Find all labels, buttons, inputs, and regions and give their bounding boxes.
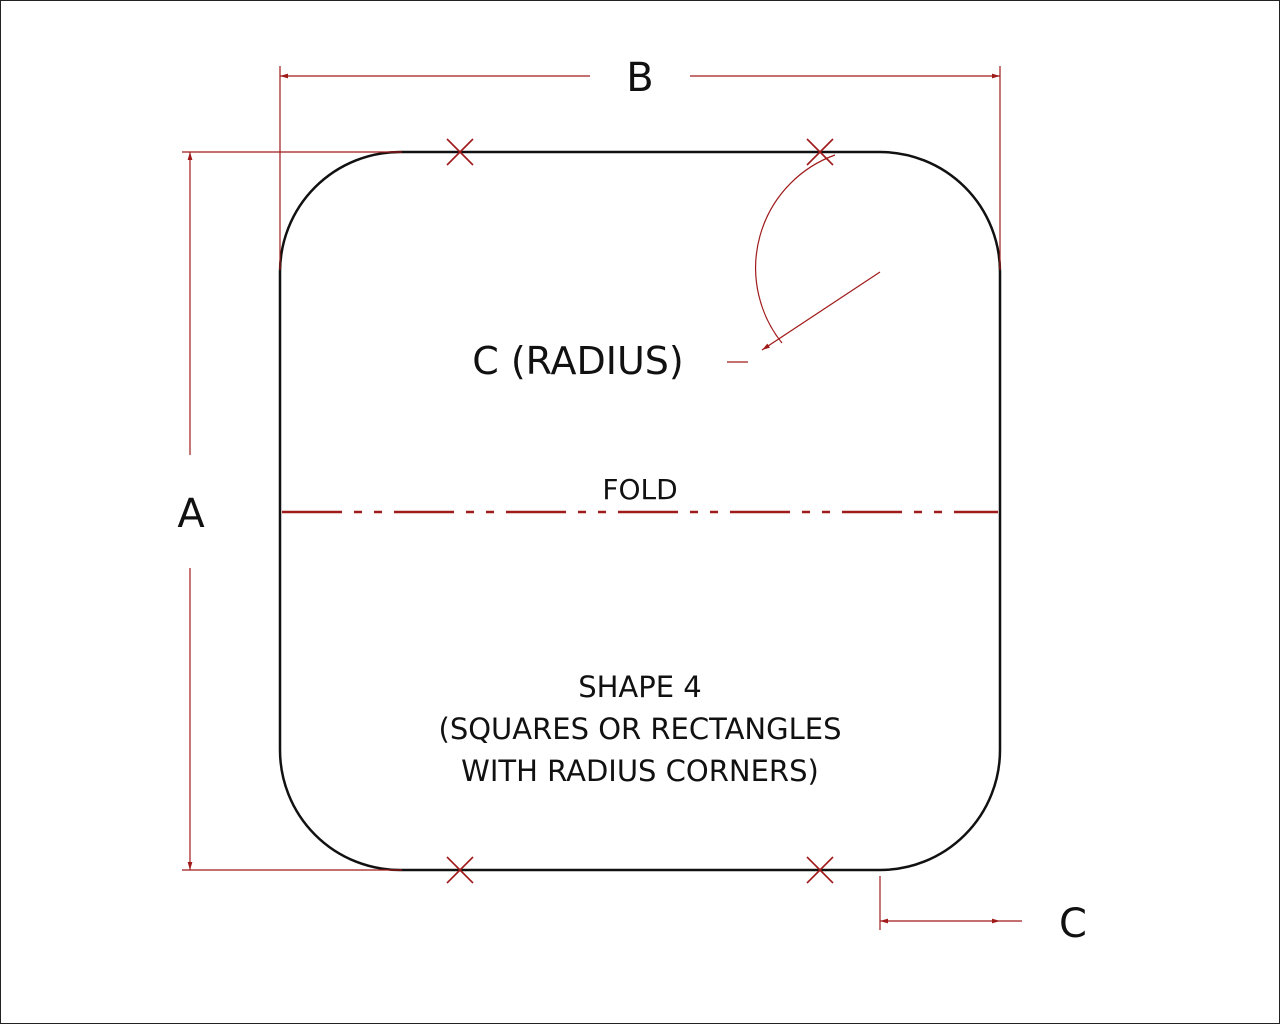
shape-title: SHAPE 4 — [578, 670, 702, 704]
tangent-mark-bottom-left — [446, 856, 474, 884]
dim-b-label: B — [626, 55, 653, 101]
dim-a-label: A — [177, 491, 205, 537]
tangent-mark-top-left — [446, 138, 474, 166]
shape-desc-line2: WITH RADIUS CORNERS) — [461, 754, 819, 788]
radius-indicator — [727, 154, 881, 363]
tangent-mark-top-right — [806, 138, 834, 166]
shape-outline — [278, 150, 1002, 872]
radius-label: C (RADIUS) — [472, 339, 684, 383]
dimension-c — [879, 876, 1022, 930]
dimension-a — [182, 151, 402, 871]
fold-label: FOLD — [602, 473, 677, 506]
dim-c-label: C — [1059, 901, 1087, 947]
tangent-mark-bottom-right — [806, 856, 834, 884]
dimension-b — [279, 66, 1001, 270]
shape-desc-line1: (SQUARES OR RECTANGLES — [439, 712, 842, 746]
tangent-markers — [446, 138, 834, 884]
